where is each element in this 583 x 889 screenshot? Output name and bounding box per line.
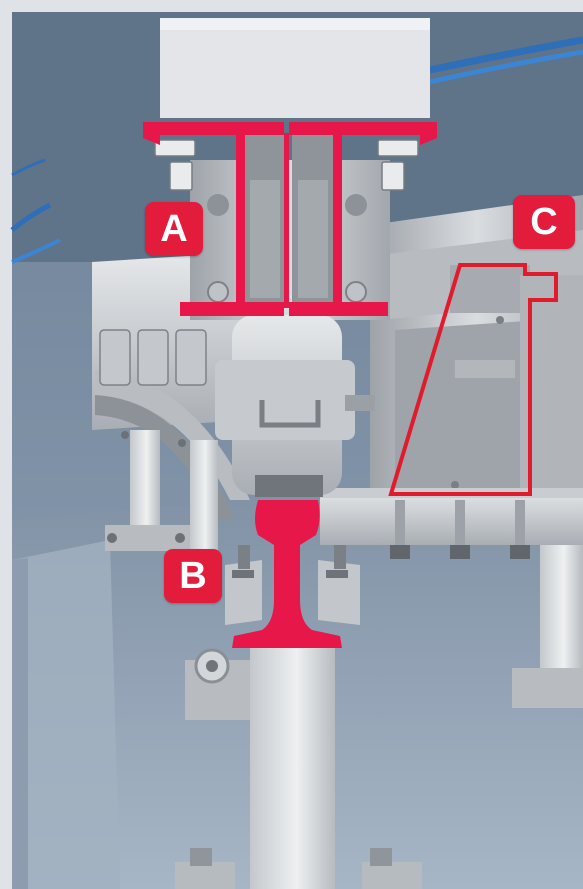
callout-label-b: B <box>164 549 222 603</box>
i-beam-highlight <box>143 122 437 316</box>
wheel-carriage <box>154 18 430 497</box>
rail-clamps <box>225 545 360 625</box>
callout-label-c: C <box>513 195 575 249</box>
bracket-outline-highlight <box>388 263 558 496</box>
support-column <box>175 640 422 889</box>
rail-highlight <box>232 500 342 648</box>
callout-label-a: A <box>145 202 203 256</box>
